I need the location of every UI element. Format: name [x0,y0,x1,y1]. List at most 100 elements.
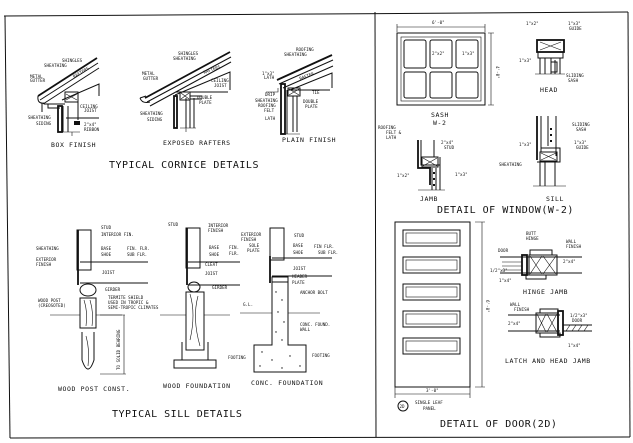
label: STUD [101,225,112,230]
window-jamb-section: ROOFING FELT & LATH 2"x4" STUD 1"x2" 1"x… [378,125,468,203]
latch-head-jamb-caption: LATCH AND HEAD JAMB [505,357,591,365]
label: STUD [168,222,179,227]
label: SASH [576,127,587,132]
exposed-rafters-detail: SHINGLES SHEATHING METAL GUTTER RAFTERS … [139,51,232,147]
hinge-jamb-section: BUTT HINGE WALL FINISH DOOR 2"x4" 1/2"x3… [490,231,582,296]
wood-post-detail: JOIST STUD INTERIOR FIN. SHEATHING BASE … [36,225,159,393]
label: SHEATHING [284,52,307,57]
label: 1"x2" [397,173,410,178]
label: WALL [300,327,311,332]
label: EXTERIOR [36,257,57,262]
label: STUD [444,145,455,150]
label: GUIDE [576,145,589,150]
label: ANCHOR BOLT [300,290,328,295]
label: DRIP [265,92,276,97]
label: GIRDER [105,287,121,292]
label: LATH [386,135,397,140]
label: BASE [101,246,112,251]
label: SHEATHING [173,56,196,61]
label: PLATE [305,104,318,109]
label: USED IN TROPIC & [108,300,149,305]
label: SHOE [293,250,304,255]
label: GUIDE [569,26,582,31]
jamb-caption: JAMB [420,195,438,203]
label: JOIST [293,266,306,271]
mullion-dimension: 2"x2" [432,51,445,56]
door-tag-line1: SINGLE LEAF [415,400,443,405]
label: SEMI-TROPIC CLIMATES [108,305,159,310]
label: FIN FLR. [314,244,334,249]
label: PLATE [292,280,305,285]
label: DOOR [498,248,509,253]
label: 1/2"x3" [490,268,508,273]
label: SUB FLR. [127,252,147,257]
label: FELT & [386,130,402,135]
label: 1"x3" [519,142,532,147]
label: SHINGLES [62,58,83,63]
label: ROOFING [296,47,314,52]
wood-foundation-caption: WOOD FOUNDATION [163,382,231,390]
label: SHINGLES [178,51,199,56]
label: CEILING [80,104,98,109]
frame-dimension: 1"x3" [462,51,475,56]
label: METAL [142,71,155,76]
door-width-dimension: 3'-0" [426,388,439,393]
label: LATH [265,116,276,121]
label: SHEATHING [44,63,67,68]
window-head-section: 1"x2" 1"x3" GUIDE 1"x3" SLIDING SASH HEA… [519,21,584,94]
label: FOOTING [312,353,330,358]
label: FIN. FLR. [127,246,150,251]
label: JOIST [84,108,97,113]
label: RIBBON [84,127,100,132]
conc-foundation-caption: CONC. FOUNDATION [251,379,323,387]
label: SHOE [209,252,220,257]
label: JOIST [102,270,115,275]
label: SHEATHING [140,111,163,116]
label: FINISH [36,262,52,267]
label: SOLE [249,243,260,248]
label: ROOFING [378,125,396,130]
cornice-title: TYPICAL CORNICE DETAILS [109,160,259,171]
label: 2"x4" [563,259,576,264]
sash-width-dimension: 6'-0" [432,20,445,25]
label: FLR. [229,251,239,256]
plain-finish-caption: PLAIN FINISH [282,136,336,144]
label: 1"x3" [262,71,275,76]
label: 1/2"x3" [570,313,588,318]
window-sill-section: SLIDING SASH 1"x3" 1"x3" GUIDE SHEATHING… [499,116,590,203]
door-elevation: 3'-0" 6'-8" 2D SINGLE LEAF PANEL [394,221,490,412]
label: DOOR [572,318,583,323]
label: WALL [510,302,521,307]
label: EXTERIOR [241,232,262,237]
label: TIE [312,90,320,95]
label: 1"x4" [568,343,581,348]
label: CONC. FOUND. [300,322,330,327]
label: WALL [566,239,577,244]
label: BASE [209,245,220,250]
label: SASH [568,78,579,83]
door-title: DETAIL OF DOOR(2D) [440,419,557,430]
sheet-border [3,11,631,439]
window-sash-elevation: 6'-0" 4'-0" 2"x2" 1"x3" SASH W-2 [396,20,500,127]
label: ROOFING [258,103,276,108]
label: SHEATHING [255,98,278,103]
label: STUD [294,233,305,238]
label: GUTTER [30,78,46,83]
label: SIDING [36,121,52,126]
label: FIN. [229,245,239,250]
label: METAL [30,74,43,79]
box-finish-caption: BOX FINISH [51,141,96,149]
label: 1"x4" [499,278,512,283]
label: 1"x3" [568,21,581,26]
label: INTERIOR [208,223,229,228]
label: SIDING [147,117,163,122]
label: RAFTER [299,71,315,81]
label: HEADER [292,274,308,279]
label: (CREOSOTED) [38,303,66,308]
label: SUB FLR. [318,250,338,255]
label: CEILING [211,78,229,83]
label: 2"x4" [441,140,454,145]
latch-head-jamb-section: WALL FINISH 1/2"x3" 2"x4" DOOR 1"x4" LAT… [505,302,592,365]
door-tag-line2: PANEL [423,406,436,411]
label: FINISH [514,307,530,312]
